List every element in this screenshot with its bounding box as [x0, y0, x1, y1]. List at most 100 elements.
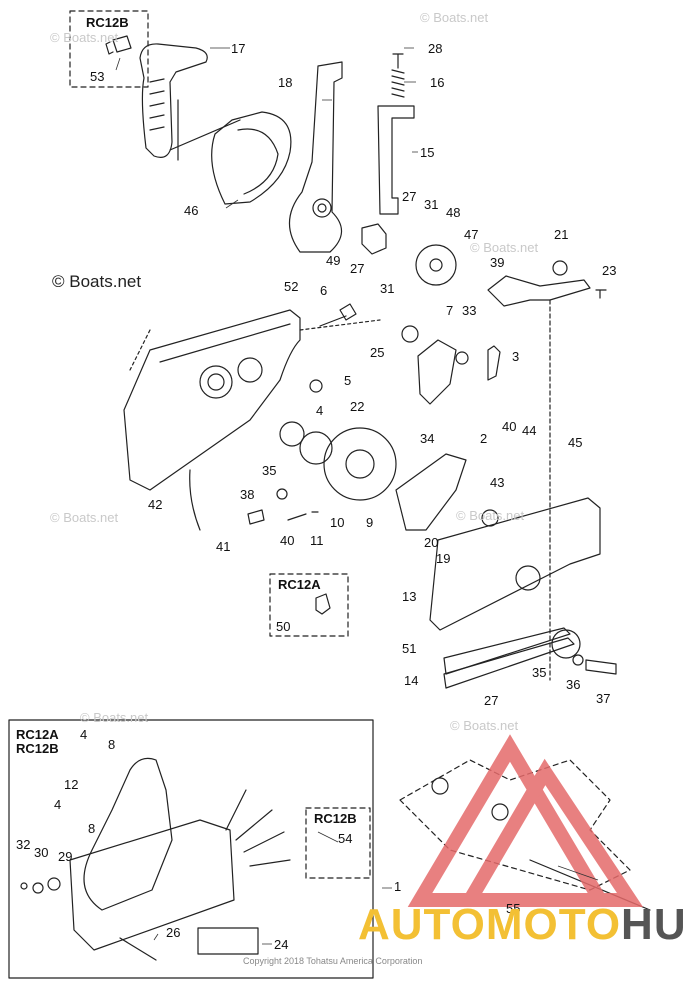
- housing-bore: [199, 365, 233, 399]
- callout: 1: [394, 879, 402, 894]
- callout: 35: [262, 463, 277, 478]
- callout: 22: [350, 399, 365, 414]
- part-29-cap: [47, 877, 61, 891]
- box-label-rc12a-mid: RC12A: [278, 577, 321, 592]
- watermark-faint: © Boats.net: [80, 710, 149, 725]
- box-label-rc12b-inset: RC12B: [16, 741, 59, 756]
- callout: 38: [240, 487, 255, 502]
- part-30-washer: [32, 882, 44, 894]
- part-5-washer: [309, 379, 323, 393]
- callout: 50: [276, 619, 291, 634]
- callout: 28: [428, 41, 443, 56]
- part-41-clip: [247, 509, 265, 525]
- part-46-cover: [211, 111, 292, 205]
- brand-part-1: AUTOMOTO: [358, 900, 622, 949]
- part-7-bracket: [417, 339, 457, 405]
- callout: 46: [184, 203, 199, 218]
- part-6-rod: [319, 303, 357, 327]
- callout: 27: [402, 189, 417, 204]
- callout: 33: [462, 303, 477, 318]
- box-label-rc12b-sub: RC12B: [314, 811, 357, 826]
- callout: 42: [148, 497, 163, 512]
- callout: 8: [88, 821, 96, 836]
- callout: 35: [532, 665, 547, 680]
- bottom-inset-frame: [8, 719, 374, 979]
- callout: 30: [34, 845, 49, 860]
- part-37-bolt: [585, 659, 617, 675]
- part-25-ring: [401, 325, 419, 343]
- callout: 34: [420, 431, 435, 446]
- part-11-screw: [287, 511, 319, 521]
- part-32-nut: [20, 882, 28, 890]
- callout: 13: [402, 589, 417, 604]
- inset-housing: [69, 819, 235, 951]
- callout: 51: [402, 641, 417, 656]
- part-17-handle: [139, 43, 208, 158]
- part-47-cam-center: [429, 258, 443, 272]
- rc12b-sub-box: [305, 807, 371, 879]
- callout: 41: [216, 539, 231, 554]
- watermark-faint: © Boats.net: [450, 718, 519, 733]
- callout: 40: [280, 533, 295, 548]
- callout: 45: [568, 435, 583, 450]
- part-13-plate: [429, 497, 601, 631]
- callout: 2: [480, 431, 488, 446]
- callout: 25: [370, 345, 385, 360]
- callout: 4: [80, 727, 88, 742]
- callout: 11: [310, 533, 324, 548]
- part-16-spring: [391, 53, 405, 98]
- part-42-cable: [189, 469, 201, 531]
- callout: 5: [344, 373, 352, 388]
- part-38-cap: [276, 488, 288, 500]
- part-35-ring: [279, 421, 305, 447]
- watermark-faint: © Boats.net: [456, 508, 525, 523]
- arm-hub-center: [317, 203, 327, 213]
- part-49-block: [361, 223, 387, 255]
- callout: 12: [64, 777, 79, 792]
- part-36-washer: [572, 654, 584, 666]
- brand-part-2: HUB: [621, 900, 685, 949]
- part-9-drum-hub: [345, 449, 375, 479]
- part-21-washer: [552, 260, 568, 276]
- callout: 54: [338, 831, 353, 846]
- part-2-plate: [395, 453, 467, 531]
- callout: 53: [90, 69, 105, 84]
- callout: 47: [464, 227, 479, 242]
- part-23-screw: [595, 289, 607, 299]
- callout: 27: [350, 261, 365, 276]
- callout: 10: [330, 515, 345, 530]
- callout: 26: [166, 925, 181, 940]
- part-50-clip: [315, 593, 331, 615]
- leader-lines: [115, 47, 599, 945]
- watermark-faint: © Boats.net: [420, 10, 489, 25]
- arm-hub: [312, 198, 332, 218]
- callout: 20: [424, 535, 439, 550]
- watermark-faint: © Boats.net: [50, 30, 119, 45]
- callout: 15: [420, 145, 435, 160]
- callout: 24: [274, 937, 289, 952]
- callout: 17: [231, 41, 246, 56]
- handle-grip-lines: [149, 78, 165, 131]
- callout: 49: [326, 253, 341, 268]
- box-label-rc12a-inset: RC12A: [16, 727, 59, 742]
- part-15-lever: [377, 105, 415, 215]
- part-33-washer: [455, 351, 469, 365]
- assembly-washer-2: [491, 803, 509, 821]
- copyright-notice: Copyright 2018 Tohatsu America Corporati…: [243, 956, 423, 966]
- callout: 40: [502, 419, 517, 434]
- part-39-lever: [487, 275, 591, 307]
- part-35b-ring: [551, 629, 581, 659]
- brand-logo-mark: [407, 734, 644, 907]
- callout: 48: [446, 205, 461, 220]
- housing-bore-inner: [207, 373, 225, 391]
- part-53-knob: [105, 35, 132, 55]
- part-3-pin: [487, 345, 501, 381]
- rc12a-mid-box: [269, 573, 349, 637]
- watermark-faint: © Boats.net: [470, 240, 539, 255]
- callout: 39: [490, 255, 505, 270]
- callout: 16: [430, 75, 445, 90]
- part-47-cam: [415, 244, 457, 286]
- callout: 9: [366, 515, 374, 530]
